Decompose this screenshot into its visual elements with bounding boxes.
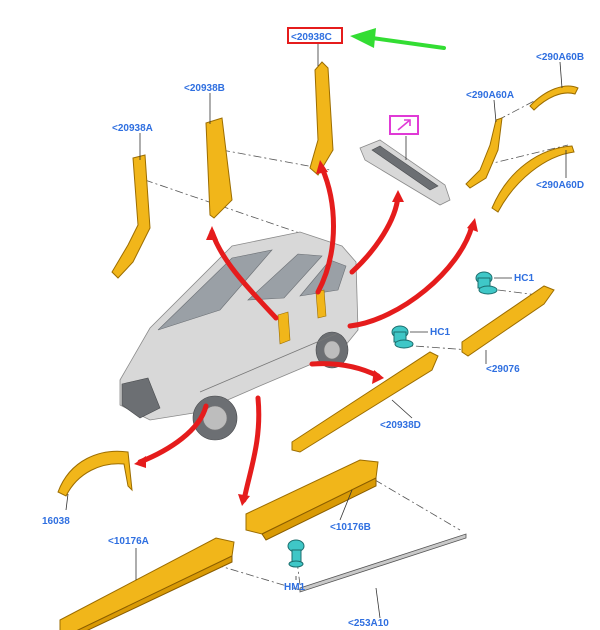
external-link-icon	[397, 119, 411, 131]
part-16038-arch[interactable]	[57, 450, 133, 497]
label-20938D: <20938D	[380, 420, 421, 431]
label-hc1-lower: HC1	[430, 327, 450, 338]
part-20938A-pillar[interactable]	[111, 154, 151, 279]
red-arrowheads	[134, 160, 478, 506]
magenta-reference-box[interactable]	[389, 115, 419, 135]
clip-hm1[interactable]	[287, 539, 305, 568]
red-arrows	[137, 165, 475, 503]
part-29076-moulding[interactable]	[461, 285, 555, 357]
label-10176B: <10176B	[330, 522, 371, 533]
label-hm1: HM1	[284, 582, 306, 593]
label-20938A: <20938A	[112, 123, 153, 134]
label-290A60D: <290A60D	[536, 180, 584, 191]
label-253A10: <253A10	[348, 618, 389, 629]
label-290A60B: <290A60B	[536, 52, 584, 63]
label-20938C: <20938C	[291, 32, 332, 43]
clip-hc1-lower[interactable]	[391, 325, 414, 349]
part-253A10-strip[interactable]	[299, 533, 467, 593]
clip-hc1-upper[interactable]	[475, 271, 498, 295]
part-290A60B-arch[interactable]	[529, 85, 579, 111]
vehicle-illustration	[119, 231, 359, 441]
leader-lines	[65, 43, 567, 619]
label-16038: 16038	[42, 516, 70, 527]
part-290A60D-arch[interactable]	[491, 145, 575, 213]
highlight-box-20938C[interactable]	[287, 27, 343, 44]
label-29076: <29076	[486, 364, 520, 375]
part-bracket[interactable]	[359, 139, 451, 206]
label-hc1-upper: HC1	[514, 273, 534, 284]
label-20938B: <20938B	[184, 83, 225, 94]
part-20938D-moulding[interactable]	[291, 351, 439, 453]
part-10176B-sill[interactable]	[245, 459, 379, 541]
part-20938B-pillar[interactable]	[205, 117, 233, 219]
part-20938C-pillar[interactable]	[309, 61, 334, 176]
green-pointer-arrow	[350, 28, 446, 50]
label-290A60A: <290A60A	[466, 90, 514, 101]
label-10176A: <10176A	[108, 536, 149, 547]
part-10176A-sill[interactable]	[59, 537, 235, 630]
part-290A60A-arch[interactable]	[465, 117, 503, 189]
